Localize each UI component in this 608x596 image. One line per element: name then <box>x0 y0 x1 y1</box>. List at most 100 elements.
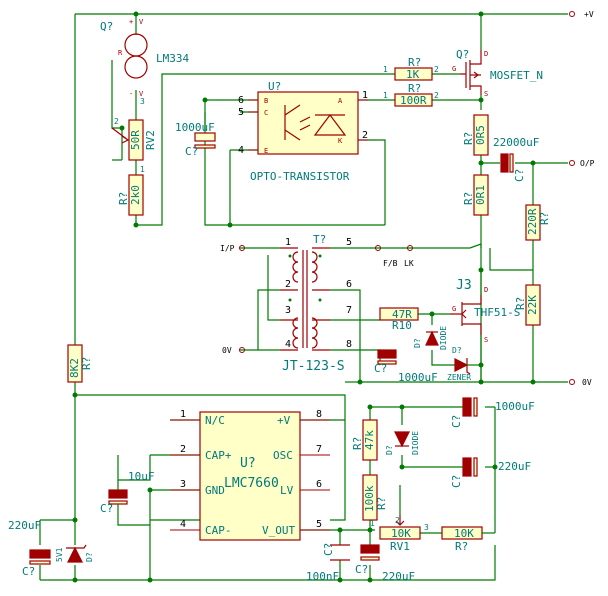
lm334-name: LM334 <box>156 52 189 65</box>
opto-transistor: 6 5 4 1 2 B C E A K U? OPTO-TRANSISTOR <box>238 80 368 183</box>
c-100nf-value: 100nF <box>306 570 339 583</box>
opto-e: E <box>264 147 268 155</box>
resistor-100k: 100k R? <box>362 474 388 521</box>
xfmr-pin8: 8 <box>346 339 352 350</box>
zener-5v1: 5V1 D? <box>55 544 94 563</box>
capacitor-22000uf: 22000uF C? <box>493 136 539 182</box>
d-mid-value: DIODE <box>411 431 420 455</box>
resistor-100r: 100R R? 1 2 <box>383 82 439 107</box>
lm334-ref: Q? <box>100 20 113 33</box>
c-220l-ref: C? <box>22 565 35 578</box>
xfmr-pin3: 3 <box>285 305 291 316</box>
r-2k0-ref: R? <box>117 192 130 205</box>
lm334-v-pin: V <box>139 18 144 26</box>
diode-gate: D? DIODE <box>413 326 448 350</box>
z-5v1-value: 5V1 <box>55 547 64 562</box>
rv2-potentiometer: 3 2 1 50R RV2 <box>111 97 157 174</box>
xfmr-pin2: 2 <box>285 279 291 290</box>
r-47k-value: 47k <box>363 430 376 450</box>
r-47k-ref: R? <box>351 437 364 450</box>
capacitor-1000uf-right: 1000uF C? <box>450 397 535 428</box>
resistor-2k0: 2k0 R? <box>117 174 144 216</box>
rv2-value: 50R <box>129 130 142 150</box>
d-gate-ref: D? <box>413 338 422 348</box>
c-right-value: 1000uF <box>495 400 535 413</box>
net-0v-primary-text: 0V <box>222 346 232 355</box>
d-zener-value: ZENER <box>447 373 471 382</box>
c-10uf-value: 10uF <box>128 470 155 483</box>
lmc-pin2: 2 <box>180 444 186 455</box>
lmc-pin8: 8 <box>316 409 322 420</box>
opto-name: OPTO-TRANSISTOR <box>250 170 350 183</box>
rv2-pin3: 3 <box>140 97 145 106</box>
resistor-10k: 10K R? <box>441 526 495 553</box>
lmc-pin4: 4 <box>180 519 186 530</box>
diode-mid: D? DIODE <box>385 431 420 455</box>
capacitor-1000uf-opto: 1000uF C? <box>175 121 216 158</box>
r-10k-value: 10K <box>454 527 474 540</box>
net-vplus-text: +V <box>584 10 594 19</box>
r10-value: 47R <box>392 308 412 321</box>
lm334-r-pin: R <box>118 49 123 57</box>
rv2-ref: RV2 <box>144 130 157 150</box>
junctions <box>72 11 536 583</box>
r-22k-ref: R? <box>514 297 527 310</box>
xfmr-name: JT-123-S <box>282 359 345 374</box>
c-220r-ref: C? <box>450 475 463 488</box>
resistor-0r1: 0R1 R? <box>462 174 489 216</box>
rv1-ref: RV1 <box>390 540 410 553</box>
lmc-vout: V_OUT <box>262 524 295 537</box>
c-100nf-ref: C? <box>322 543 335 556</box>
ic-lmc7660: 1 2 3 4 8 7 6 5 N/C CAP+ GND CAP- +V OSC… <box>170 409 330 541</box>
net-0v-text: 0V <box>582 378 592 387</box>
diode-zener: D? ZENER <box>447 346 481 382</box>
r-2k0-value: 2k0 <box>129 185 142 205</box>
lmc-pin5: 5 <box>316 519 322 530</box>
xfmr-pin4: 4 <box>285 339 291 350</box>
opto-c: C <box>264 109 268 117</box>
r-1k-value: 1K <box>406 68 420 81</box>
lm334-plus-pin: + <box>129 18 133 26</box>
mosfet-d: D <box>484 50 488 58</box>
xfmr-pin6: 6 <box>346 279 352 290</box>
opto-pin4: 4 <box>238 145 244 156</box>
c-220l-value: 220uF <box>8 519 41 532</box>
lmc-vplus: +V <box>277 414 291 427</box>
lmc-pin7: 7 <box>316 444 322 455</box>
lmc-lv: LV <box>280 484 294 497</box>
net-label-0v: 0V <box>569 378 592 387</box>
r-100r-value: 100R <box>400 94 427 107</box>
opto-b: B <box>264 97 268 105</box>
j3-d: D <box>484 286 488 294</box>
c-out-value: 22000uF <box>493 136 539 149</box>
c-220b-value: 220uF <box>382 570 415 583</box>
opto-pin1: 1 <box>362 90 368 101</box>
r-0r1-ref: R? <box>462 192 475 205</box>
lmc-pin6: 6 <box>316 479 322 490</box>
c-mid-ref: C? <box>374 362 387 375</box>
lm334-current-source: + V R - V Q? LM334 <box>100 18 189 98</box>
r-220r-ref: R? <box>538 212 551 225</box>
c-220r-value: 220uF <box>498 460 531 473</box>
r-100r-pin1: 1 <box>383 91 388 100</box>
wires <box>39 13 568 581</box>
capacitor-220uf-right: 220uF C? <box>450 457 531 488</box>
lmc-name: LMC7660 <box>224 476 279 491</box>
lmc-gnd: GND <box>205 484 225 497</box>
c-mid-value: 1000uF <box>398 371 438 384</box>
mosfet-s: S <box>484 90 488 98</box>
d-zener-ref: D? <box>452 346 462 355</box>
xfmr-pin7: 7 <box>346 305 352 316</box>
r7-value: 8K2 <box>68 358 81 378</box>
opto-pin6: 6 <box>238 95 244 106</box>
c-220b-ref: C? <box>355 563 368 576</box>
mosfet-ref: Q? <box>456 48 469 61</box>
r10-ref: R10 <box>392 319 412 332</box>
r-1k-pin2: 2 <box>434 65 439 74</box>
r-0r5-ref: R? <box>462 132 475 145</box>
c-10uf-ref: C? <box>100 502 113 515</box>
capacitor-220uf-bottom: C? 220uF <box>355 544 415 583</box>
lmc-osc: OSC <box>273 449 293 462</box>
r-1k-pin1: 1 <box>383 65 388 74</box>
